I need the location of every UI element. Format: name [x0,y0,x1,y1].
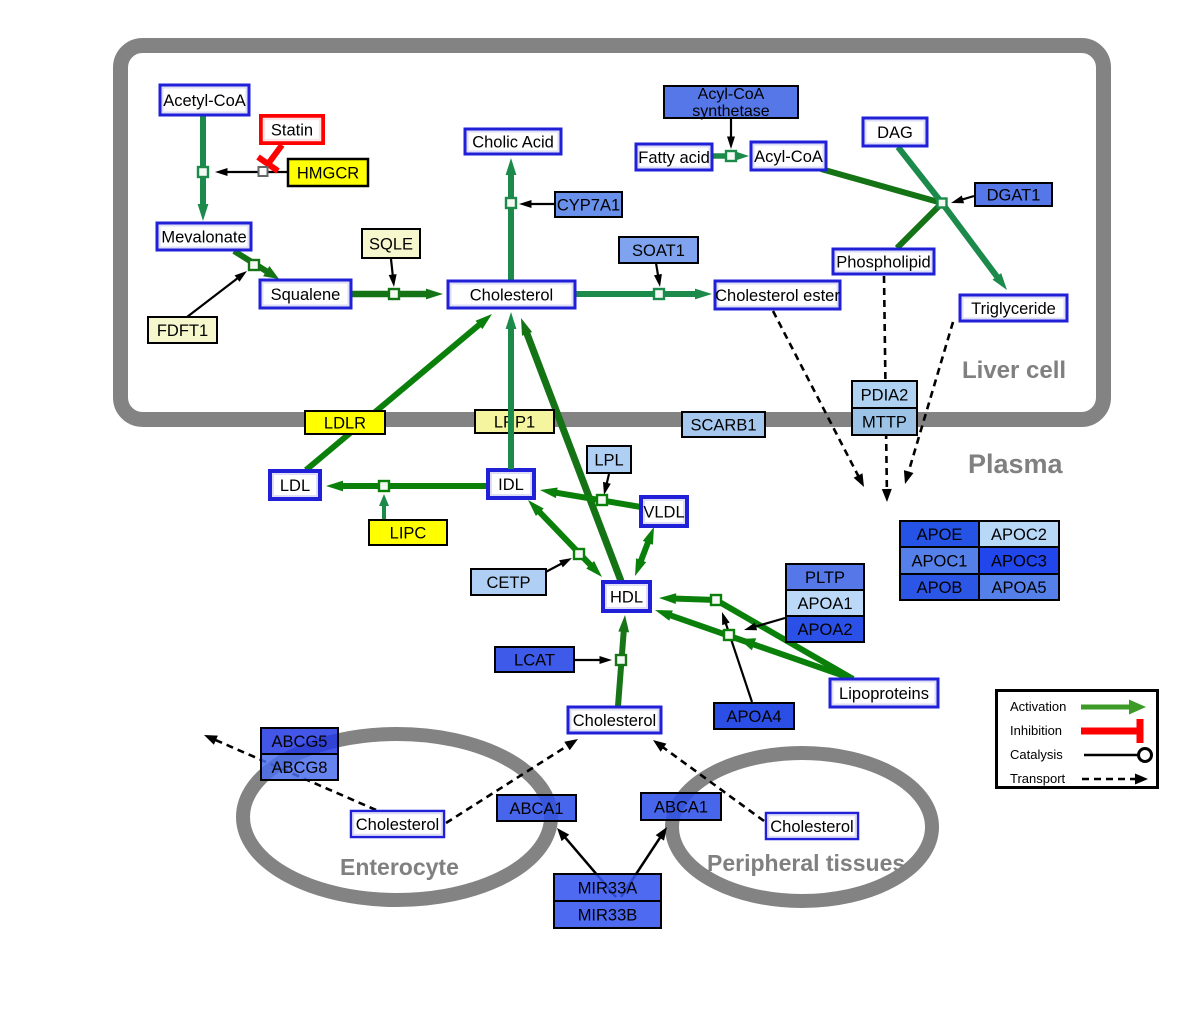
svg-text:MTTP: MTTP [862,413,907,431]
svg-text:PDIA2: PDIA2 [861,386,909,404]
svg-text:Cholesterol ester: Cholesterol ester [715,287,840,305]
svg-text:Acyl-CoA: Acyl-CoA [754,148,823,166]
svg-text:HMGCR: HMGCR [297,164,359,182]
svg-text:ABCA1: ABCA1 [654,798,708,816]
svg-text:Acetyl-CoA: Acetyl-CoA [163,92,246,110]
svg-text:APOC1: APOC1 [912,552,968,570]
svg-text:Phospholipid: Phospholipid [836,253,931,271]
svg-text:ABCG8: ABCG8 [272,759,328,777]
svg-text:Cholesterol: Cholesterol [770,818,853,836]
svg-text:Lipoproteins: Lipoproteins [839,685,929,703]
svg-text:Liver cell: Liver cell [962,357,1066,384]
svg-text:Cholic Acid: Cholic Acid [472,133,554,151]
svg-text:APOB: APOB [917,579,963,597]
svg-text:APOE: APOE [917,526,963,544]
svg-text:FDFT1: FDFT1 [157,322,208,340]
svg-text:SOAT1: SOAT1 [632,242,685,260]
svg-text:APOA4: APOA4 [726,708,781,726]
svg-text:Squalene: Squalene [271,286,341,304]
svg-text:APOA2: APOA2 [797,621,852,639]
svg-text:MIR33A: MIR33A [578,879,638,897]
svg-text:Triglyceride: Triglyceride [971,300,1056,318]
svg-text:Cholesterol: Cholesterol [356,816,439,834]
svg-text:Catalysis: Catalysis [1010,747,1063,762]
svg-text:Transport: Transport [1010,771,1066,786]
svg-text:Fatty acid: Fatty acid [638,149,710,167]
svg-text:APOC3: APOC3 [991,552,1047,570]
svg-text:Plasma: Plasma [968,449,1064,479]
svg-text:ABCG5: ABCG5 [272,733,328,751]
svg-text:HDL: HDL [610,588,643,606]
svg-text:LDL: LDL [280,477,310,495]
svg-text:VLDL: VLDL [643,503,684,521]
svg-text:PLTP: PLTP [805,569,845,587]
svg-text:LRP1: LRP1 [494,413,535,431]
svg-text:Cholesterol: Cholesterol [470,286,553,304]
svg-text:DAG: DAG [877,124,913,142]
svg-text:APOA1: APOA1 [797,595,852,613]
svg-text:APOA5: APOA5 [991,579,1046,597]
svg-text:SCARB1: SCARB1 [690,416,756,434]
svg-text:CYP7A1: CYP7A1 [557,196,620,214]
svg-text:Activation: Activation [1010,699,1066,714]
svg-text:Enterocyte: Enterocyte [340,854,459,880]
svg-text:SQLE: SQLE [369,235,413,253]
svg-text:Inhibition: Inhibition [1010,723,1062,738]
svg-text:LDLR: LDLR [324,414,366,432]
svg-text:Statin: Statin [271,122,313,140]
svg-text:Mevalonate: Mevalonate [161,228,246,246]
svg-text:DGAT1: DGAT1 [987,186,1041,204]
svg-text:LPL: LPL [594,451,623,469]
svg-text:Acyl-CoA: Acyl-CoA [698,86,765,103]
svg-text:synthetase: synthetase [692,103,769,120]
svg-text:LCAT: LCAT [514,651,555,669]
svg-text:ABCA1: ABCA1 [509,800,563,818]
svg-text:Peripheral tissues: Peripheral tissues [707,850,905,876]
svg-text:APOC2: APOC2 [991,526,1047,544]
svg-text:Cholesterol: Cholesterol [573,712,656,730]
svg-text:MIR33B: MIR33B [578,906,638,924]
svg-text:LIPC: LIPC [390,524,427,542]
svg-text:IDL: IDL [498,476,524,494]
svg-text:CETP: CETP [486,574,530,592]
